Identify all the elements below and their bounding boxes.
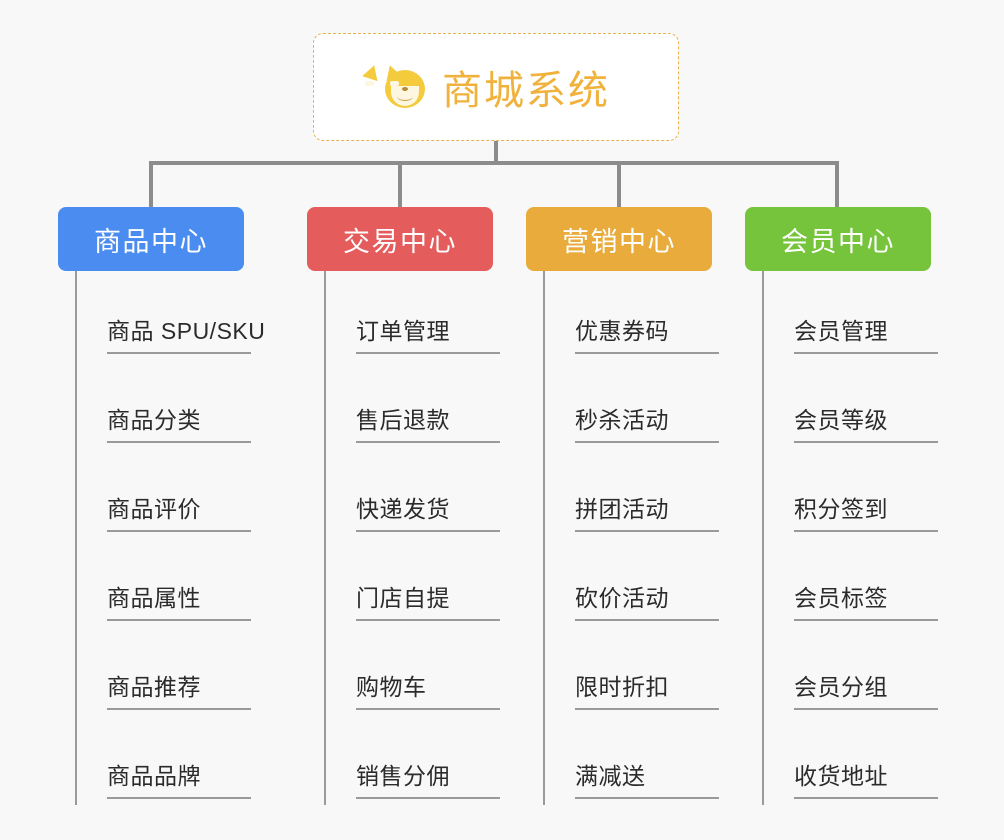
leaf-item[interactable]: 会员标签 [764, 538, 938, 627]
connector-drop-4 [835, 161, 839, 207]
category-label: 会员中心 [781, 226, 895, 257]
leaf-item[interactable]: 订单管理 [326, 271, 500, 360]
leaf-item[interactable]: 秒杀活动 [545, 360, 719, 449]
leaf-label: 秒杀活动 [575, 401, 719, 443]
leaf-item[interactable]: 快递发货 [326, 449, 500, 538]
leaf-item[interactable]: 限时折扣 [545, 627, 719, 716]
leaf-list-2: 订单管理 售后退款 快递发货 门店自提 购物车 销售分佣 [324, 271, 500, 805]
category-header-1[interactable]: 商品中心 [58, 207, 244, 271]
leaf-item[interactable]: 商品分类 [77, 360, 251, 449]
category-column-3: 营销中心 优惠券码 秒杀活动 拼团活动 砍价活动 限时折扣 满减送 [526, 207, 719, 805]
leaf-item[interactable]: 购物车 [326, 627, 500, 716]
connector-drop-2 [398, 161, 402, 207]
leaf-item[interactable]: 会员分组 [764, 627, 938, 716]
leaf-item[interactable]: 商品属性 [77, 538, 251, 627]
connector-drop-1 [149, 161, 153, 207]
leaf-label: 商品分类 [107, 401, 251, 443]
shiba-dog-face-icon [362, 62, 428, 110]
leaf-label: 售后退款 [356, 401, 500, 443]
leaf-label: 限时折扣 [575, 668, 719, 710]
leaf-item[interactable]: 优惠券码 [545, 271, 719, 360]
leaf-label: 门店自提 [356, 579, 500, 621]
leaf-item[interactable]: 会员管理 [764, 271, 938, 360]
leaf-label: 商品品牌 [107, 757, 251, 799]
leaf-label: 购物车 [356, 668, 500, 710]
leaf-label: 商品评价 [107, 490, 251, 532]
leaf-item[interactable]: 收货地址 [764, 716, 938, 805]
leaf-label: 会员管理 [794, 312, 938, 354]
leaf-item[interactable]: 商品 SPU/SKU [77, 271, 265, 360]
leaf-label: 满减送 [575, 757, 719, 799]
leaf-label: 优惠券码 [575, 312, 719, 354]
category-column-2: 交易中心 订单管理 售后退款 快递发货 门店自提 购物车 销售分佣 [307, 207, 500, 805]
leaf-label: 砍价活动 [575, 579, 719, 621]
leaf-item[interactable]: 拼团活动 [545, 449, 719, 538]
leaf-item[interactable]: 商品品牌 [77, 716, 251, 805]
connector-root-stem [494, 141, 498, 164]
category-label: 营销中心 [562, 226, 676, 257]
root-title: 商城系统 [442, 69, 610, 113]
leaf-item[interactable]: 销售分佣 [326, 716, 500, 805]
leaf-label: 会员分组 [794, 668, 938, 710]
category-column-4: 会员中心 会员管理 会员等级 积分签到 会员标签 会员分组 收货地址 [745, 207, 938, 805]
connector-horizontal-bus [149, 161, 837, 165]
leaf-item[interactable]: 售后退款 [326, 360, 500, 449]
leaf-label: 收货地址 [794, 757, 938, 799]
leaf-label: 快递发货 [356, 490, 500, 532]
category-label: 商品中心 [94, 226, 208, 257]
leaf-label: 商品 SPU/SKU [107, 312, 265, 354]
leaf-label: 订单管理 [356, 312, 500, 354]
leaf-label: 拼团活动 [575, 490, 719, 532]
category-header-3[interactable]: 营销中心 [526, 207, 712, 271]
root-node[interactable]: 商城系统 [313, 33, 679, 141]
leaf-item[interactable]: 商品推荐 [77, 627, 251, 716]
connector-drop-3 [617, 161, 621, 207]
category-header-2[interactable]: 交易中心 [307, 207, 493, 271]
leaf-item[interactable]: 会员等级 [764, 360, 938, 449]
leaf-item[interactable]: 砍价活动 [545, 538, 719, 627]
leaf-item[interactable]: 商品评价 [77, 449, 251, 538]
leaf-list-3: 优惠券码 秒杀活动 拼团活动 砍价活动 限时折扣 满减送 [543, 271, 719, 805]
category-header-4[interactable]: 会员中心 [745, 207, 931, 271]
leaf-list-4: 会员管理 会员等级 积分签到 会员标签 会员分组 收货地址 [762, 271, 938, 805]
leaf-label: 会员标签 [794, 579, 938, 621]
leaf-label: 商品属性 [107, 579, 251, 621]
leaf-item[interactable]: 满减送 [545, 716, 719, 805]
leaf-item[interactable]: 门店自提 [326, 538, 500, 627]
leaf-label: 商品推荐 [107, 668, 251, 710]
leaf-label: 积分签到 [794, 490, 938, 532]
category-label: 交易中心 [343, 226, 457, 257]
leaf-label: 销售分佣 [356, 757, 500, 799]
category-column-1: 商品中心 商品 SPU/SKU 商品分类 商品评价 商品属性 商品推荐 商品品牌 [58, 207, 265, 805]
leaf-list-1: 商品 SPU/SKU 商品分类 商品评价 商品属性 商品推荐 商品品牌 [75, 271, 265, 805]
leaf-label: 会员等级 [794, 401, 938, 443]
leaf-item[interactable]: 积分签到 [764, 449, 938, 538]
